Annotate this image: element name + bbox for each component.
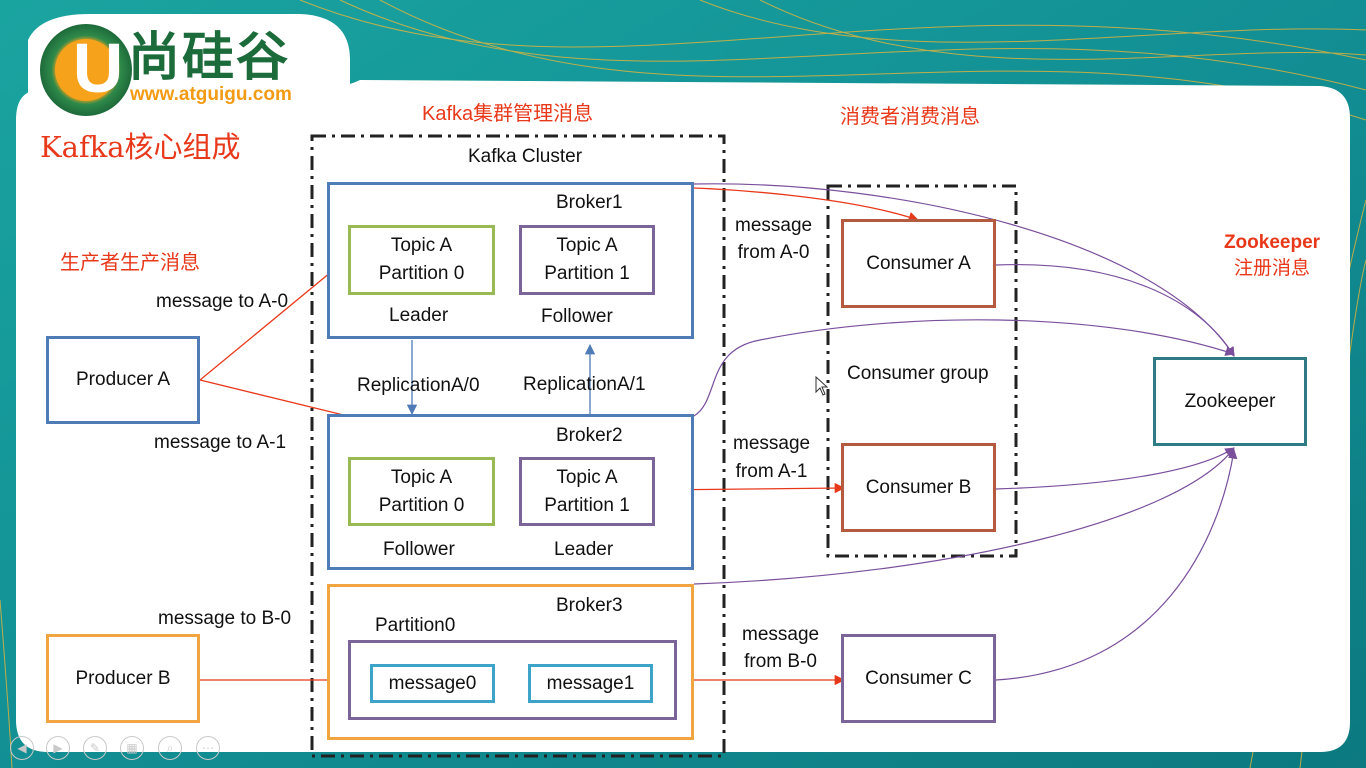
zk-line-consumer-b bbox=[995, 447, 1235, 490]
broker2-title: Broker2 bbox=[556, 425, 623, 446]
annotation-zookeeper: Zookeeper 注册消息 bbox=[1210, 230, 1334, 282]
consumer-a: Consumer A bbox=[841, 219, 996, 308]
label-message-from-a0: message from A-0 bbox=[735, 212, 812, 266]
annotation-zookeeper-title: Zookeeper bbox=[1223, 232, 1321, 253]
zk-line-consumer-a bbox=[995, 263, 1235, 357]
annotation-produce: 生产者生产消息 bbox=[60, 252, 200, 274]
zk-line-broker1 bbox=[693, 183, 1235, 357]
broker1-role-follower: Follower bbox=[541, 306, 613, 327]
consumer-group-label: Consumer group bbox=[847, 363, 989, 384]
message-label: message1 bbox=[546, 672, 635, 694]
broker3-partition-label: Partition0 bbox=[375, 615, 456, 636]
producer-a-label: Producer A bbox=[76, 369, 170, 390]
partition-topic: Topic A bbox=[556, 466, 618, 488]
pen-icon[interactable]: ✎ bbox=[83, 736, 107, 760]
broker1-title: Broker1 bbox=[556, 192, 623, 213]
label-line: message bbox=[733, 433, 811, 454]
producer-b: Producer B bbox=[46, 634, 200, 723]
cluster-title: Kafka Cluster bbox=[468, 146, 583, 167]
mouse-cursor-icon bbox=[815, 376, 829, 396]
replication-a1: ReplicationA/1 bbox=[523, 374, 646, 395]
label-message-to-a1: message to A-1 bbox=[154, 432, 287, 453]
partition-number: Partition 1 bbox=[544, 263, 630, 284]
consumer-b: Consumer B bbox=[841, 443, 996, 532]
zk-line-broker2 bbox=[693, 319, 1235, 417]
broker2-role-follower: Follower bbox=[383, 539, 455, 560]
zk-line-consumer-c bbox=[995, 449, 1238, 681]
broker2-partition1: Topic A Partition 1 bbox=[519, 457, 655, 526]
next-slide-icon[interactable]: ▶ bbox=[46, 736, 70, 760]
annotation-zookeeper-sub: 注册消息 bbox=[1233, 258, 1310, 279]
consumer-group-border bbox=[826, 184, 1018, 558]
broker1: Broker1 Topic A Partition 0 Topic A Part… bbox=[327, 182, 694, 339]
broker1-partition1: Topic A Partition 1 bbox=[519, 225, 655, 295]
prev-slide-icon[interactable]: ◀ bbox=[10, 736, 34, 760]
zookeeper-label: Zookeeper bbox=[1184, 390, 1276, 412]
message1-box: message1 bbox=[528, 664, 653, 703]
zk-line-broker3 bbox=[693, 447, 1235, 585]
producer-b-label: Producer B bbox=[75, 667, 171, 689]
label-message-to-b0: message to B-0 bbox=[158, 608, 292, 629]
zoom-icon[interactable]: ⌕ bbox=[158, 736, 182, 760]
label-line: message bbox=[742, 624, 820, 645]
consumer-c-label: Consumer C bbox=[865, 667, 972, 689]
partition-number: Partition 0 bbox=[378, 263, 465, 284]
partition-number: Partition 1 bbox=[544, 494, 630, 516]
annotation-consume: 消费者消费消息 bbox=[840, 106, 980, 128]
broker3: Broker3 Partition0 message0 message1 bbox=[327, 584, 694, 740]
replication-a0: ReplicationA/0 bbox=[357, 375, 480, 396]
broker2-partition0: Topic A Partition 0 bbox=[348, 457, 495, 526]
label-message-to-a0: message to A-0 bbox=[156, 291, 289, 312]
label-message-from-a1: message from A-1 bbox=[733, 430, 810, 486]
message-label: message0 bbox=[388, 672, 477, 694]
label-line: message bbox=[735, 215, 813, 236]
cluster-border bbox=[310, 134, 726, 758]
broker3-title: Broker3 bbox=[556, 595, 623, 616]
logo-url: www.atguigu.com bbox=[130, 84, 292, 105]
broker2-role-leader: Leader bbox=[554, 539, 614, 560]
slide-title: Kafka核心组成 bbox=[40, 130, 241, 164]
annotation-cluster-management: Kafka集群管理消息 bbox=[422, 103, 594, 125]
label-line: from B-0 bbox=[744, 651, 817, 672]
label-line: from A-1 bbox=[735, 461, 808, 482]
producer-a: Producer A bbox=[46, 336, 200, 424]
arrow-producer-a-to-a0 bbox=[199, 257, 349, 381]
logo-letter: U bbox=[72, 29, 124, 107]
logo: U 尚硅谷 www.atguigu.com bbox=[28, 14, 348, 116]
consumer-a-label: Consumer A bbox=[866, 252, 971, 274]
label-line: from A-0 bbox=[737, 242, 810, 263]
broker1-role-leader: Leader bbox=[389, 305, 449, 326]
broker1-partition0: Topic A Partition 0 bbox=[348, 225, 495, 295]
label-message-from-b0: message from B-0 bbox=[742, 621, 819, 675]
slides-grid-icon[interactable]: ▦ bbox=[120, 736, 144, 760]
partition-topic: Topic A bbox=[556, 235, 618, 256]
zookeeper: Zookeeper bbox=[1153, 357, 1307, 446]
partition-number: Partition 0 bbox=[378, 494, 465, 516]
more-options-icon[interactable]: ⋯ bbox=[196, 736, 220, 760]
logo-badge-icon bbox=[40, 24, 132, 116]
consumer-b-label: Consumer B bbox=[865, 476, 972, 498]
broker2: Broker2 Topic A Partition 0 Topic A Part… bbox=[327, 414, 694, 570]
partition-topic: Topic A bbox=[390, 466, 453, 488]
message0-box: message0 bbox=[370, 664, 495, 703]
broker3-partition0: message0 message1 bbox=[348, 640, 677, 720]
consumer-c: Consumer C bbox=[841, 634, 996, 723]
partition-topic: Topic A bbox=[390, 235, 453, 256]
logo-brand: 尚硅谷 bbox=[128, 28, 291, 88]
